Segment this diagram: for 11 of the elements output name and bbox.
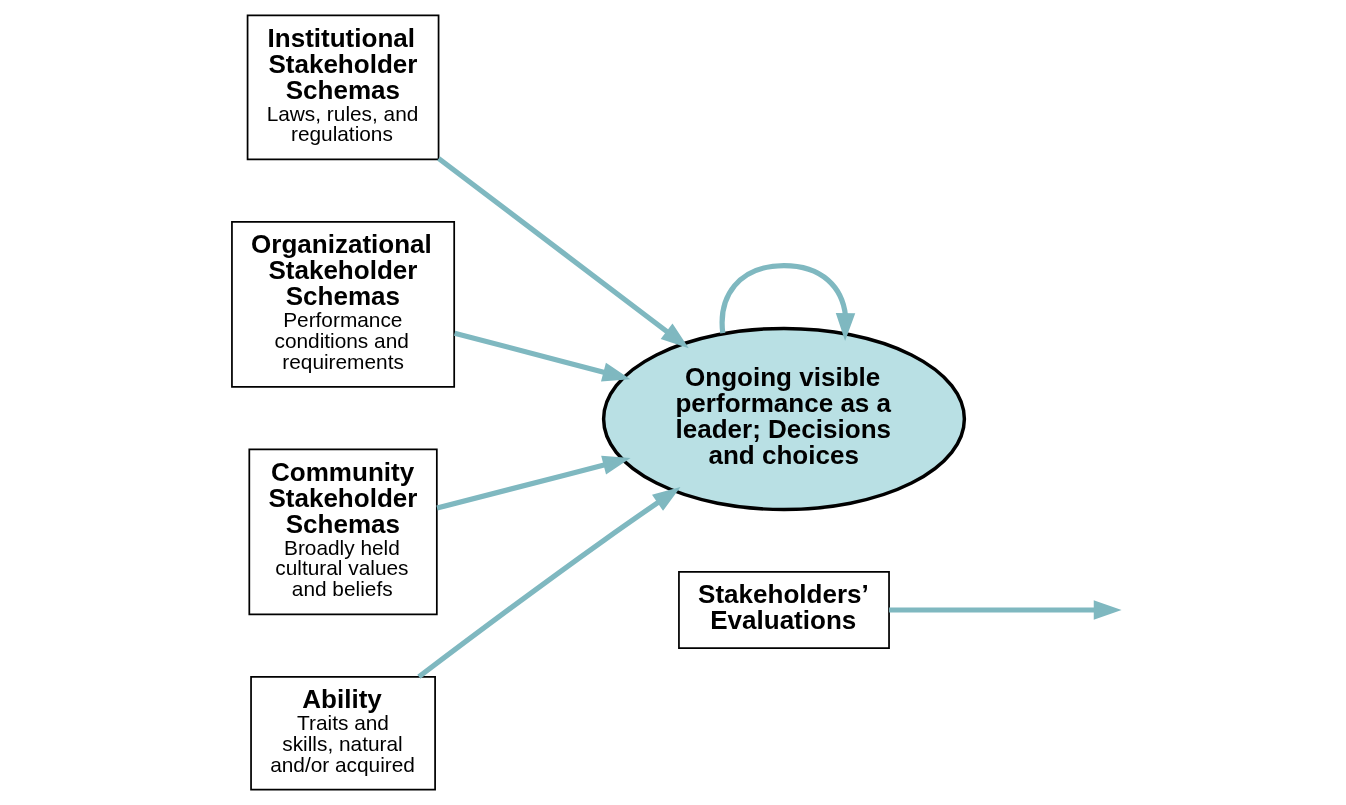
node-box: Institutional Stakeholder Schemas Laws, rules, and regulations [246, 14, 439, 161]
arrow [453, 330, 630, 382]
arrow [888, 600, 1122, 620]
arrow [435, 455, 631, 511]
arrow [436, 156, 689, 349]
node-box: Organizational Stakeholder Schemas Performance conditions and requirements [230, 221, 455, 388]
node-box: Stakeholders’ Evaluations [677, 570, 890, 650]
node-box: Community Stakeholder Schemas Broadly held cultural values and beliefs [247, 448, 438, 616]
arrow [719, 263, 855, 341]
node-box: Ability Traits and skills, natural and/or acquired [249, 675, 436, 791]
arrow [416, 487, 680, 679]
